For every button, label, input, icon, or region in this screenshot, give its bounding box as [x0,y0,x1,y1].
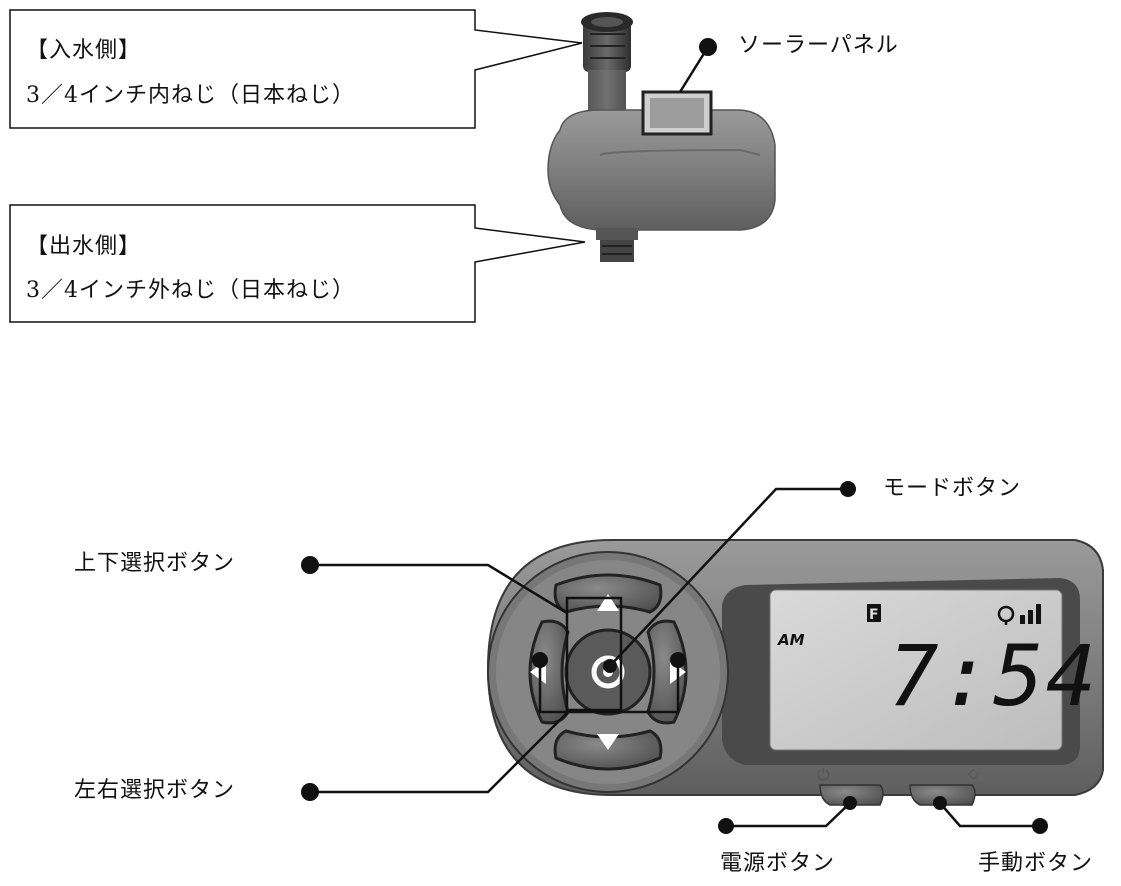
updown-button-label: 上下選択ボタン [74,551,236,576]
mode-letter-box [867,604,881,622]
outlet-callout-box [9,204,586,323]
outlet-fitting [596,228,638,262]
lcd-time: 7:54 [888,627,1098,725]
power-icon: ⏻ [817,765,830,784]
lcd-display [769,589,1063,751]
solar-leader [678,38,717,93]
mode-leader [603,481,856,673]
inlet-fitting [581,12,633,120]
sensor-icon [997,605,1015,625]
updown-leader [301,556,623,712]
arrow-down-icon [597,734,619,750]
outlet-spec: 3／4インチ外ねじ（日本ねじ） [26,278,355,303]
leftright-leader [301,652,686,801]
power-leader [718,796,857,834]
leftright-button-label: 左右選択ボタン [74,778,236,803]
outlet-heading: 【出水側】 [26,234,142,259]
inlet-spec: 3／4インチ内ねじ（日本ねじ） [26,83,355,108]
drop-icon: ◇ [968,766,979,782]
power-button-label: 電源ボタン [720,851,836,876]
solar-panel-label: ソーラーパネル [738,33,899,58]
lcd-ampm: AM [777,631,805,649]
valve-unit [547,12,776,262]
power-button[interactable] [819,784,884,806]
manual-button-label: 手動ボタン [978,851,1094,876]
manual-button[interactable] [909,784,976,806]
arrow-up-icon [597,594,619,611]
mode-button-label: モードボタン [883,476,1022,501]
inlet-heading: 【入水側】 [26,38,142,63]
signal-icon [1020,604,1041,624]
lcd-mode-letter: F [869,607,879,623]
manual-leader [933,796,1048,834]
inlet-callout-box [9,9,583,129]
